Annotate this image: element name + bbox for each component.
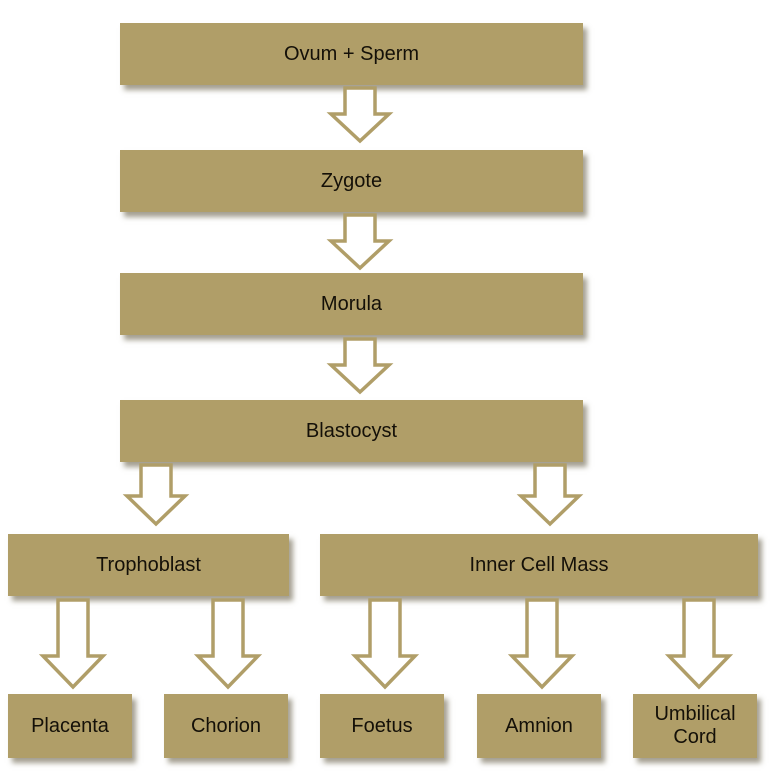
arrow-trophoblast-to-chorion-icon — [193, 598, 263, 690]
arrow-inner-cell-mass-to-foetus-icon — [350, 598, 420, 690]
arrow-ovum-to-zygote-icon — [326, 86, 394, 144]
node-morula-label: Morula — [320, 292, 383, 315]
node-foetus-label: Foetus — [351, 714, 413, 737]
node-umbilical-cord: Umbilical Cord — [633, 694, 757, 758]
node-ovum-sperm-label: Ovum + Sperm — [283, 42, 420, 65]
node-blastocyst-label: Blastocyst — [305, 419, 398, 442]
arrow-inner-cell-mass-to-umbilical-cord-icon — [664, 598, 734, 690]
node-placenta-label: Placenta — [31, 714, 109, 737]
node-ovum-sperm: Ovum + Sperm — [120, 23, 583, 85]
node-inner-cell-mass-label: Inner Cell Mass — [469, 553, 609, 576]
arrow-zygote-to-morula-icon — [326, 213, 394, 271]
node-blastocyst: Blastocyst — [120, 400, 583, 462]
node-chorion: Chorion — [164, 694, 288, 758]
node-umbilical-cord-label-line2: Cord — [673, 726, 717, 748]
node-placenta: Placenta — [8, 694, 132, 758]
node-zygote-label: Zygote — [320, 169, 383, 192]
node-inner-cell-mass: Inner Cell Mass — [320, 534, 758, 596]
node-trophoblast-label: Trophoblast — [96, 553, 201, 576]
node-foetus: Foetus — [320, 694, 444, 758]
arrow-blastocyst-to-inner-cell-mass-icon — [516, 463, 584, 527]
node-trophoblast: Trophoblast — [8, 534, 289, 596]
node-chorion-label: Chorion — [190, 714, 262, 737]
arrow-inner-cell-mass-to-amnion-icon — [507, 598, 577, 690]
node-zygote: Zygote — [120, 150, 583, 212]
node-amnion-label: Amnion — [505, 714, 573, 737]
arrow-morula-to-blastocyst-icon — [326, 337, 394, 395]
node-morula: Morula — [120, 273, 583, 335]
node-umbilical-cord-label: Umbilical Cord — [654, 703, 735, 749]
node-amnion: Amnion — [477, 694, 601, 758]
arrow-blastocyst-to-trophoblast-icon — [122, 463, 190, 527]
arrow-trophoblast-to-placenta-icon — [38, 598, 108, 690]
node-umbilical-cord-label-line1: Umbilical — [654, 703, 736, 725]
